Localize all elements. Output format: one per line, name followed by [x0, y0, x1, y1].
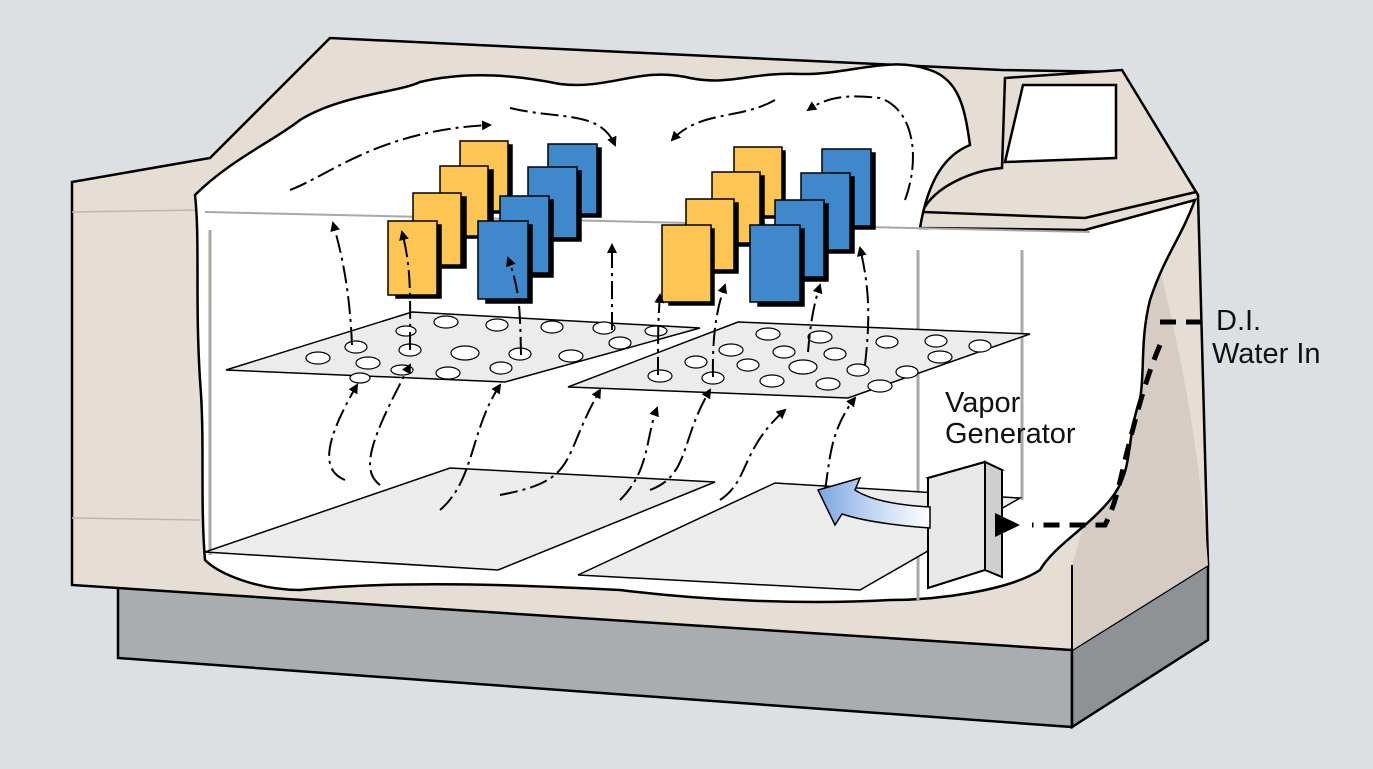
- airflow-arrow: [399, 230, 412, 351]
- test-panel: [387, 220, 442, 299]
- control-screen: [1003, 83, 1118, 164]
- airflow-arrow: [654, 293, 665, 376]
- airflow-arrow: [439, 383, 502, 511]
- generator-label-line1: Vapor: [945, 387, 1021, 419]
- airflow-arrow: [711, 283, 728, 378]
- airflow-arrow: [328, 383, 359, 481]
- test-panel: [477, 220, 533, 304]
- airflow-arrow: [289, 120, 492, 191]
- blue-panels-left: [477, 143, 602, 304]
- water-in-label-line2: Water In: [1212, 338, 1321, 370]
- airflow-arrow: [330, 221, 353, 346]
- airflow-arrow: [719, 408, 787, 501]
- yellow-panels-right: [661, 146, 786, 306]
- airflow-arrow: [506, 256, 522, 356]
- generator-label-line2: Generator: [945, 418, 1076, 450]
- airflow-arrow: [806, 95, 914, 201]
- left-rack: [225, 311, 701, 384]
- water-inlet-arrow: [995, 513, 1020, 537]
- airflow-arrow: [649, 388, 712, 491]
- airflow-arrow: [807, 283, 823, 353]
- yellow-panels-left: [387, 140, 513, 299]
- test-panel: [749, 224, 805, 307]
- test-panel: [661, 224, 715, 306]
- airflow-arrow: [856, 246, 870, 366]
- airflow-arrow: [619, 406, 659, 501]
- airflow-arrow: [670, 99, 776, 142]
- right-rack: [567, 321, 1031, 399]
- airflow-arrow: [499, 388, 601, 496]
- vapor-arrow: [816, 476, 931, 529]
- airflow-arrows: [289, 95, 914, 511]
- control-panel: [920, 68, 1198, 220]
- water-in-label-line1: D.I.: [1216, 305, 1261, 337]
- airflow-arrow: [369, 363, 411, 486]
- blue-panels-right: [749, 148, 876, 307]
- vapor-generator: [925, 460, 1005, 590]
- vapor-generator-box: [927, 460, 986, 590]
- airflow-arrow: [509, 107, 617, 147]
- airflow-arrow: [824, 396, 857, 491]
- water-inlet-line: [1032, 319, 1205, 528]
